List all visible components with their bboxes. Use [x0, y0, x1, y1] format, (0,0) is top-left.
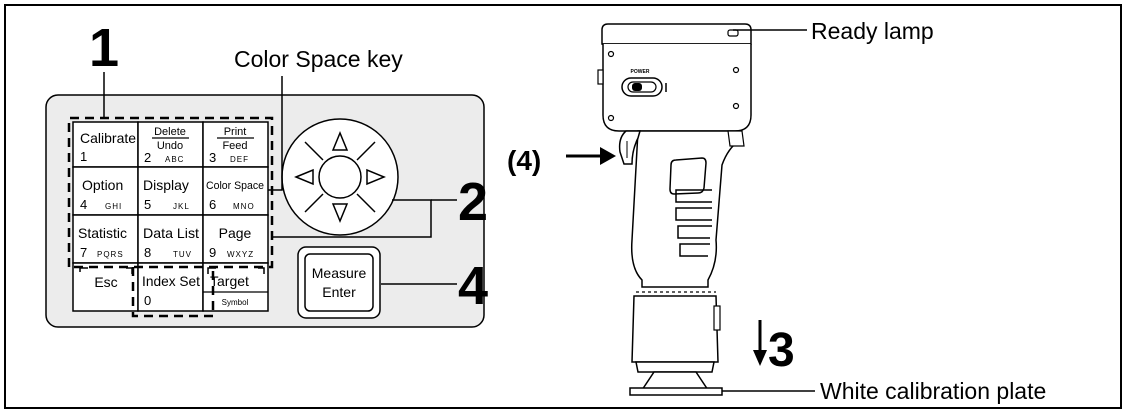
key-print-letters: DEF	[230, 155, 249, 164]
key-page-letters: WXYZ	[227, 250, 254, 259]
color-space-key-leader	[268, 76, 283, 191]
cap-tab	[713, 305, 721, 331]
power-switch-knob	[632, 83, 642, 91]
key-data-list-label: Data List	[143, 225, 199, 241]
key-print-number: 3	[209, 150, 216, 165]
color-space-key-label: Color Space key	[234, 46, 403, 72]
side-port	[597, 69, 604, 85]
key-index-set-number: 0	[144, 293, 151, 308]
key-color-space-number: 6	[209, 197, 216, 212]
outer-frame	[4, 4, 1122, 409]
key-page-label: Page	[219, 225, 252, 241]
key-display[interactable]	[137, 166, 204, 216]
key-page-number: 9	[209, 245, 216, 260]
cap-ring	[635, 361, 715, 373]
key-display-label: Display	[143, 177, 189, 193]
down-arrow-icon	[753, 350, 767, 366]
key-calibrate-number: 1	[80, 149, 87, 164]
callout-2: 2	[458, 172, 488, 232]
key-print-label: Print	[224, 126, 247, 138]
key-option-label: Option	[82, 177, 123, 193]
key-data-list-number: 8	[144, 245, 151, 260]
up-arrow-icon[interactable]	[331, 131, 349, 151]
key-statistic[interactable]	[72, 214, 139, 264]
callout-4: 4	[458, 256, 488, 316]
white-calibration-plate	[629, 387, 723, 396]
key-page[interactable]	[202, 214, 269, 264]
keypad: Calibrate 1 Delete Undo 2 ABC Print Feed…	[45, 94, 485, 328]
key-target-sublabel: Symbol	[222, 298, 249, 307]
left-arrow-icon[interactable]	[294, 168, 314, 186]
measure-trigger[interactable]	[618, 130, 641, 165]
key-delete-sublabel: Undo	[157, 140, 183, 152]
power-label: POWER	[631, 69, 650, 75]
measure-key-sublabel: Enter	[322, 284, 356, 300]
key-delete-number: 2	[144, 150, 151, 165]
key-statistic-number: 7	[80, 245, 87, 260]
measure-key-inner	[304, 253, 374, 312]
ready-lamp-label: Ready lamp	[811, 18, 934, 44]
key-data-list-letters: TUV	[173, 250, 192, 259]
callout-1: 1	[89, 18, 119, 78]
measure-key[interactable]: Measure Enter	[297, 246, 381, 319]
white-plate-label: White calibration plate	[820, 378, 1046, 404]
trigger-arrow-icon	[600, 147, 616, 165]
down-arrow-icon[interactable]	[331, 203, 349, 223]
key-display-letters: JKL	[173, 202, 190, 211]
key-delete-letters: ABC	[165, 155, 184, 164]
key-option-number: 4	[80, 197, 87, 212]
target-bracket	[207, 267, 265, 274]
direction-pad-center[interactable]	[318, 155, 362, 199]
key-target-label: Target	[210, 273, 249, 289]
right-arrow-icon[interactable]	[366, 168, 386, 186]
side-tab	[727, 130, 745, 147]
key-calibrate-label: Calibrate	[80, 130, 136, 146]
key-delete-label: Delete	[154, 126, 186, 138]
grip-window	[669, 157, 707, 195]
key-index-set[interactable]	[137, 262, 204, 312]
callout-3: 3	[768, 324, 795, 377]
key-esc-label: Esc	[94, 274, 117, 290]
key-print-sublabel: Feed	[222, 140, 247, 152]
device-head-top	[601, 23, 752, 45]
key-option-letters: GHI	[105, 202, 122, 211]
key-print[interactable]	[202, 121, 269, 168]
key-statistic-letters: PQRS	[97, 250, 124, 259]
esc-bracket	[79, 267, 133, 274]
key-index-set-label: Index Set	[142, 273, 200, 289]
key-calibrate[interactable]	[72, 121, 139, 168]
group-outline-1	[67, 116, 274, 318]
colorimeter-device: POWER	[597, 23, 752, 396]
key-color-space-label: Color Space	[206, 180, 264, 192]
key-color-space-letters: MNO	[233, 202, 255, 211]
callout-2-leader	[272, 199, 432, 238]
callout-4-paren: (4)	[507, 145, 541, 176]
device-handle	[630, 130, 741, 288]
calibration-cap	[631, 295, 719, 363]
direction-pad[interactable]	[281, 118, 399, 236]
measure-key-label: Measure	[312, 265, 367, 281]
ready-lamp	[727, 29, 739, 37]
key-statistic-label: Statistic	[78, 225, 127, 241]
key-display-number: 5	[144, 197, 151, 212]
